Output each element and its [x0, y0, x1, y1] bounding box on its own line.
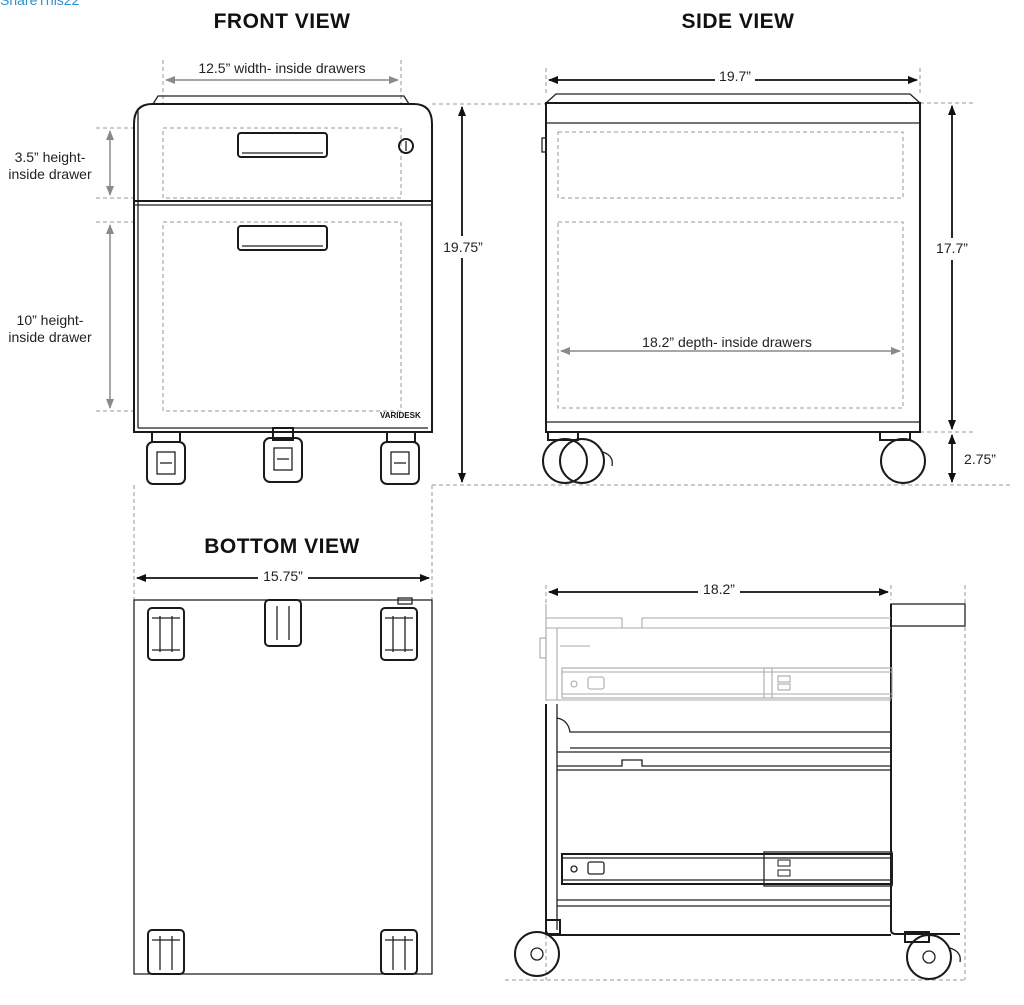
- front-caster-right: [380, 431, 420, 485]
- bottom-caster-bottom-left: [147, 929, 185, 975]
- side-body-height-label: 17.7”: [936, 240, 968, 256]
- inside-width-label: 12.5” width- inside drawers: [198, 60, 365, 76]
- front-caster-center: [263, 427, 303, 483]
- top-link-text[interactable]: ShareThis22: [0, 0, 80, 8]
- front-view-title: FRONT VIEW: [214, 10, 351, 33]
- bottom-caster-bottom-right: [380, 929, 418, 975]
- side-caster-back: [879, 431, 926, 484]
- total-height-label: 19.75”: [443, 239, 483, 255]
- inside-depth-label: 18.2” depth- inside drawers: [642, 334, 812, 350]
- bottom-caster-top-left: [147, 607, 185, 661]
- bottom-drawer-height-label-line2: inside drawer: [8, 329, 92, 345]
- rail-length-label: 18.2”: [703, 581, 735, 597]
- side-view-drawing: [541, 68, 975, 484]
- bottom-drawer-height-label-line1: 10” height-: [17, 312, 84, 328]
- top-drawer-height-label-line1: 3.5” height-: [15, 149, 86, 165]
- side-caster-front: [542, 431, 613, 484]
- side-depth-label: 19.7”: [719, 68, 751, 84]
- rail-caster-left: [514, 919, 561, 977]
- bottom-caster-top-right: [380, 597, 418, 661]
- rail-view-drawing: [505, 580, 966, 981]
- side-view-title: SIDE VIEW: [681, 10, 794, 33]
- bottom-width-label: 15.75”: [263, 568, 303, 584]
- caster-height-label: 2.75”: [964, 451, 996, 467]
- bottom-view-title: BOTTOM VIEW: [204, 535, 360, 558]
- rail-caster-right: [904, 931, 961, 980]
- brand-logo: VARIDESK: [380, 411, 421, 420]
- front-caster-left: [146, 431, 186, 485]
- bottom-view-drawing: [133, 566, 433, 975]
- bottom-caster-top-center: [264, 599, 302, 647]
- front-view-drawing: VARIDESK: [96, 58, 1010, 600]
- top-drawer-height-label-line2: inside drawer: [8, 166, 92, 182]
